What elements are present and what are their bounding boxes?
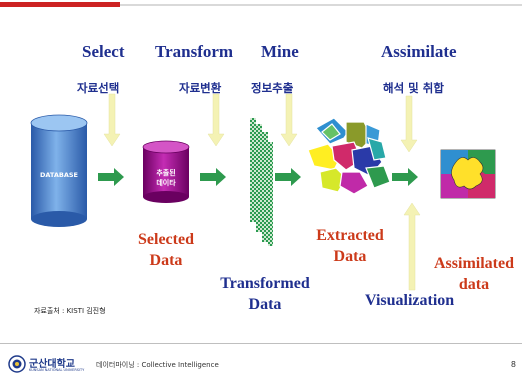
extracted-node-label-2: 데이타 [156, 179, 176, 187]
visualization-label: Visualization [365, 292, 455, 309]
assimilated-data-line2: data [458, 276, 490, 293]
source-note: 자료출처 : KISTI 김진형 [34, 307, 106, 315]
hint-arrow-visualization [403, 202, 421, 291]
step-mine-korean: 정보추출 [251, 81, 294, 95]
transformed-data-line2: Data [248, 296, 282, 313]
selected-data-line1: Selected [138, 231, 194, 248]
selected-data-label: Selected Data [126, 229, 206, 271]
step-assimilate-korean: 해석 및 취합 [383, 81, 444, 95]
selected-data-line2: Data [149, 252, 183, 269]
database-label: DATABASE [40, 171, 78, 179]
transformed-data-bars [250, 118, 273, 246]
page-number: 8 [510, 360, 516, 369]
hint-arrow-select [103, 93, 121, 147]
hint-arrow-mine [280, 93, 298, 147]
transformed-data-line1: Transformed [220, 275, 310, 292]
step-select-korean: 자료선택 [77, 81, 120, 95]
course-title: 데이터마이닝 : Collective Intelligence [96, 361, 219, 369]
footer-divider [0, 343, 522, 344]
step-assimilate-label: Assimilate [381, 42, 457, 61]
assimilated-data-label: Assimilated data [426, 253, 522, 295]
university-emblem-icon [8, 355, 26, 373]
assimilated-data-image [440, 149, 496, 199]
step-select-label: Select [82, 42, 125, 61]
extracted-node-label-1: 추출된 [156, 169, 176, 177]
extracted-puzzle-pieces [307, 117, 391, 195]
database-cylinder [30, 114, 88, 227]
pipeline-diagram [30, 93, 496, 291]
step-transform-korean: 자료변환 [179, 81, 222, 95]
top-accent-line [0, 2, 522, 8]
step-transform-label: Transform [155, 42, 234, 61]
extracted-data-line2: Data [333, 248, 367, 265]
step-mine-label: Mine [261, 42, 299, 61]
extracted-data-label: Extracted Data [305, 225, 395, 267]
university-subtitle: KUNSAN NATIONAL UNIVERSITY [29, 368, 85, 372]
university-name: 군산대학교 [29, 359, 75, 370]
extracted-data-line1: Extracted [316, 227, 384, 244]
hint-arrow-assimilate [400, 95, 418, 153]
transformed-data-label: Transformed Data [213, 273, 317, 315]
extracted-data-cylinder [142, 140, 190, 203]
assimilated-data-line1: Assimilated [434, 255, 514, 272]
flow-arrow-4 [392, 168, 418, 186]
flow-arrow-3 [275, 168, 301, 186]
flow-arrow-2 [200, 168, 226, 186]
flow-arrow-1 [98, 168, 124, 186]
hint-arrow-transform [207, 93, 225, 147]
